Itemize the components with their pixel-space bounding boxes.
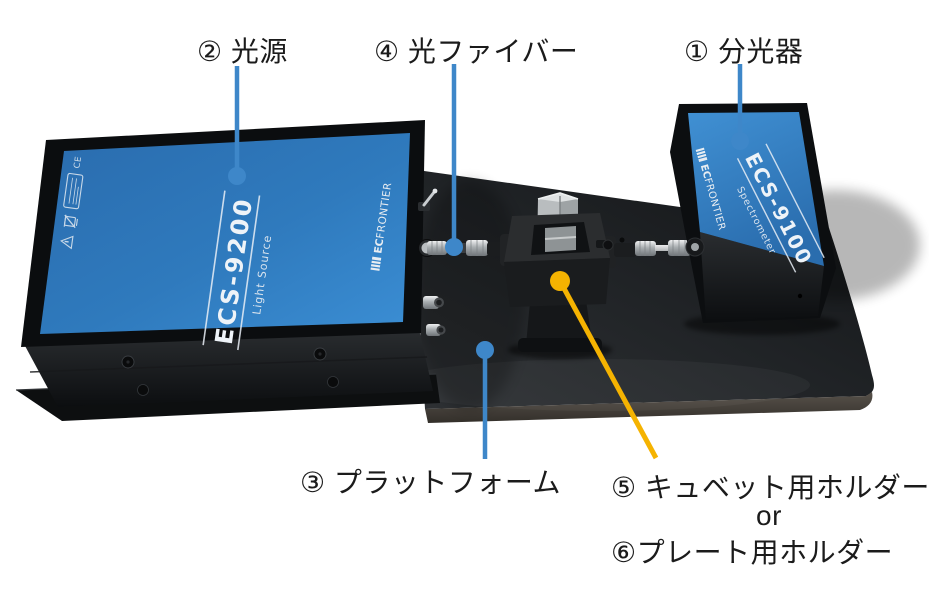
- side-ports: [423, 296, 446, 336]
- leader-platform: [476, 341, 494, 459]
- regulatory-labels: CE: [60, 156, 84, 250]
- leader-light-source: [228, 66, 246, 185]
- front-panel-screws: [121, 347, 339, 396]
- logo-ec-text: EC: [698, 163, 712, 180]
- callout-label-or: or: [756, 500, 782, 531]
- spectrometer-device: ECS-9100 Spectrometer EC FRONTIER: [670, 103, 840, 335]
- leader-spectrometer: [731, 64, 749, 150]
- ec-frontier-bars-icon: [370, 256, 382, 271]
- optical-fiber-right: [614, 237, 691, 257]
- warning-triangle-icon: [60, 235, 74, 250]
- leader-cuvette-holder: [550, 271, 659, 460]
- callout-label-cuvette-holder: ⑤ キュベット用ホルダー: [611, 472, 929, 503]
- callout-label-light-source: ② 光源: [197, 36, 288, 67]
- callout-leader-lines: [228, 64, 749, 460]
- platform: [390, 169, 920, 423]
- logo-ec-text: EC: [372, 238, 386, 255]
- leader-optical-fiber: [445, 64, 463, 256]
- callout-label-plate-holder: ⑥プレート用ホルダー: [611, 537, 894, 568]
- callout-label-spectrometer: ① 分光器: [684, 36, 804, 67]
- callout-label-optical-fiber: ④ 光ファイバー: [374, 36, 579, 67]
- spec-label: [63, 172, 84, 210]
- ec-frontier-bars-icon: [695, 147, 708, 163]
- callout-label-platform: ③ プラットフォーム: [300, 467, 562, 498]
- ce-mark-text: CE: [72, 156, 84, 170]
- power-toggle-switch: [418, 188, 438, 211]
- light-source-device: ECS-9200 Light Source EC FRONTIER: [15, 120, 446, 421]
- weee-bin-icon: [63, 214, 78, 229]
